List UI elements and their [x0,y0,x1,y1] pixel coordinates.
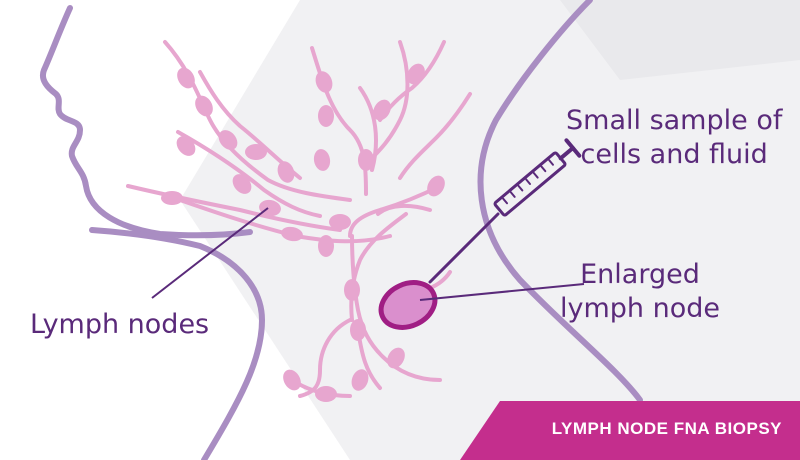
jaw-line [89,227,265,460]
leader-lines [151,207,585,301]
lymph-node [344,279,360,301]
leader-enlarged-node [419,283,585,301]
title-banner: LYMPH NODE FNA BIOPSY [460,401,800,460]
lymph-node [387,347,405,369]
lymph-node [218,130,238,150]
lymph-node [245,144,267,160]
enlarged-label-line2: lymph node [560,293,720,324]
sample-label: Small sample of cells and fluid [566,104,782,172]
lymph-node [281,226,303,242]
lymph-node [161,191,183,205]
sample-label-line2: cells and fluid [580,139,768,170]
head-outline [40,0,643,460]
neck-back [477,0,643,403]
leader-lymph-nodes [151,207,269,299]
syringe-icon [428,138,582,284]
enlarged-lymph-node [378,280,438,330]
lymph-node-cluster [161,63,445,402]
lymph-node [283,369,301,391]
lymph-node [318,105,334,127]
lymph-node [351,369,369,391]
lymph-node [427,175,445,197]
banner-title: LYMPH NODE FNA BIOPSY [551,419,782,438]
banner-shape [460,401,800,460]
lymph-node [329,214,351,230]
enlarged-label-line1: Enlarged [580,259,700,290]
lymph-node [259,199,281,217]
lymph-node [315,386,337,402]
lymph-node [358,149,374,171]
lymph-node [277,161,295,183]
lymph-node [407,63,425,85]
lymph-node [313,149,331,171]
needle [428,212,500,284]
lymph-node [232,174,252,194]
lymph-node [315,71,333,93]
lymph-node [373,99,391,121]
sample-label-line1: Small sample of [566,105,783,136]
syringe-plunger [558,146,575,161]
lymph-node [176,136,196,156]
lymph-nodes-label: Lymph nodes [30,308,209,342]
enlarged-node-label: Enlarged lymph node [560,258,720,326]
background-band-right [560,0,800,80]
lymph-node [195,95,213,117]
lymph-node [318,235,334,257]
lymph-node [350,319,366,341]
lymph-nodes-text: Lymph nodes [30,309,210,340]
lymph-node [177,67,195,89]
face-profile [40,5,253,239]
